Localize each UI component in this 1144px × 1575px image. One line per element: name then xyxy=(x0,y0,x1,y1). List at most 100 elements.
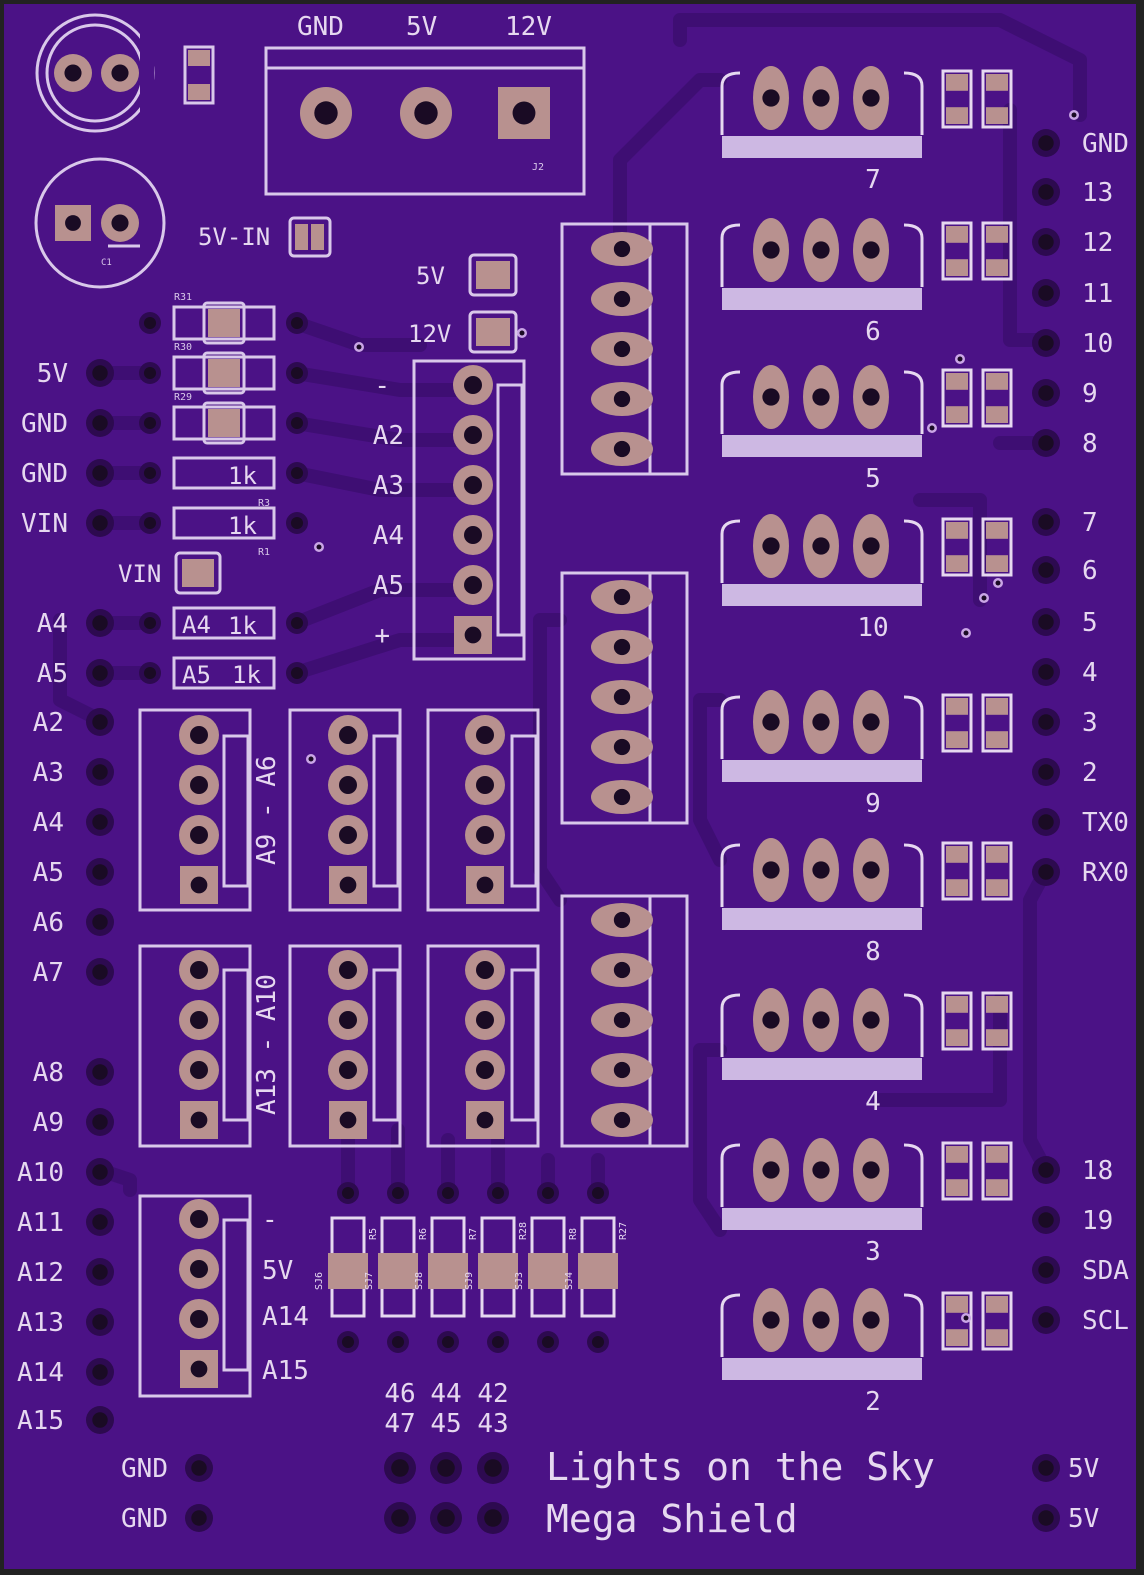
pad-drill xyxy=(111,64,129,82)
pad-drill xyxy=(762,713,780,731)
pin-drill xyxy=(1038,435,1054,451)
group-label-a9-a6: A9 - A6 xyxy=(252,755,282,865)
via-drill xyxy=(963,1315,969,1321)
mosfet-label: 2 xyxy=(865,1387,881,1417)
mosfet-label: 6 xyxy=(865,317,881,347)
pin-drill xyxy=(441,1335,455,1349)
pin-drill xyxy=(92,1412,108,1428)
pin-drill xyxy=(290,616,304,630)
board-title-line2: Mega Shield xyxy=(546,1497,798,1541)
pin-drill xyxy=(1038,234,1054,250)
analog-header-label: A15 xyxy=(17,1406,64,1436)
pin-drill xyxy=(391,1509,409,1527)
smd-pad xyxy=(946,1029,968,1046)
pin-drill xyxy=(92,665,108,681)
pin-drill xyxy=(290,666,304,680)
pin-drill xyxy=(1038,814,1054,830)
bottom-resistor-sj-label: SJ3 xyxy=(514,1272,525,1290)
pad-drill xyxy=(339,826,357,844)
bottom-resistor-r-label: R8 xyxy=(568,1228,579,1240)
mosfet-smd-b xyxy=(981,991,1013,1051)
pin-drill xyxy=(1038,514,1054,530)
pad-drill xyxy=(762,241,780,259)
jumper-pad xyxy=(295,224,308,250)
pad-drill xyxy=(862,1311,880,1329)
via-drill xyxy=(519,330,525,336)
pin-drill xyxy=(92,1314,108,1330)
right-header-label: 6 xyxy=(1082,556,1098,586)
bottom-resistor-sj-label: SJ4 xyxy=(564,1272,575,1290)
small-smd-top xyxy=(183,45,215,105)
smd-pad xyxy=(986,406,1008,423)
pin-drill xyxy=(491,1186,505,1200)
smd-pad xyxy=(986,731,1008,748)
pad-drill xyxy=(613,688,631,706)
pin-drill xyxy=(591,1186,605,1200)
pin-drill xyxy=(1038,614,1054,630)
pad-drill xyxy=(762,861,780,879)
pin-drill xyxy=(92,415,108,431)
pin-drill xyxy=(391,1186,405,1200)
resistor-r3-value: 1k xyxy=(228,462,257,490)
pad-drill xyxy=(476,876,494,894)
pad-drill xyxy=(862,537,880,555)
analog-header-label: A4 xyxy=(33,808,64,838)
smd-pad xyxy=(946,698,968,715)
mosfet-tab xyxy=(722,1358,922,1380)
bottom-resistor-r-label: R7 xyxy=(468,1228,479,1240)
analog-connector-label: A5 xyxy=(373,571,404,601)
pin-drill xyxy=(92,1214,108,1230)
jumper-5v-label: 5V xyxy=(416,262,445,290)
group-label-a13-a10: A13 - A10 xyxy=(252,974,282,1115)
pad-drill xyxy=(613,390,631,408)
smd-pad xyxy=(986,107,1008,124)
right-header-label: 13 xyxy=(1082,178,1113,208)
pad-drill xyxy=(812,1311,830,1329)
pin-drill xyxy=(92,615,108,631)
analog-connector-label: A2 xyxy=(373,421,404,451)
smd-pad xyxy=(986,259,1008,276)
left-header-label: VIN xyxy=(21,509,68,539)
pin-drill xyxy=(92,1364,108,1380)
bottom-connector-label: 5V xyxy=(262,1256,293,1286)
smd-pad xyxy=(986,879,1008,896)
pad-drill xyxy=(339,726,357,744)
left-header-label: 5V xyxy=(37,359,68,389)
resistor-r1-label: R1 xyxy=(258,547,270,558)
smd-pad xyxy=(946,522,968,539)
pad-drill xyxy=(762,89,780,107)
pad-drill xyxy=(613,290,631,308)
pin-drill xyxy=(92,714,108,730)
left-header-label: A5 xyxy=(37,659,68,689)
digital-pin-label-top: 44 xyxy=(430,1379,461,1409)
analog-connector-label: - xyxy=(374,371,390,401)
pad-drill xyxy=(812,241,830,259)
pin-drill xyxy=(1038,764,1054,780)
pad-drill xyxy=(476,726,494,744)
pad-drill xyxy=(512,101,536,125)
analog-header-label: A10 xyxy=(17,1158,64,1188)
analog-header-label: A12 xyxy=(17,1258,64,1288)
pin-drill xyxy=(437,1509,455,1527)
pin-drill xyxy=(92,1164,108,1180)
pin-drill xyxy=(290,466,304,480)
pad-drill xyxy=(464,376,482,394)
right-header-label: 10 xyxy=(1082,329,1113,359)
analog-header-label: A6 xyxy=(33,908,64,938)
pin-drill xyxy=(1038,1460,1054,1476)
digital-pin-label-bottom: 45 xyxy=(430,1409,461,1439)
pad-drill xyxy=(862,89,880,107)
pin-drill xyxy=(92,814,108,830)
bottom-resistor-pad xyxy=(428,1253,468,1289)
analog-connector xyxy=(412,359,526,661)
smd-pad xyxy=(986,226,1008,243)
pad-drill xyxy=(812,1011,830,1029)
pad-drill xyxy=(812,89,830,107)
mosfet-tab xyxy=(722,136,922,158)
pad-drill xyxy=(190,1310,208,1328)
pin-drill xyxy=(341,1335,355,1349)
pad-drill xyxy=(862,1161,880,1179)
5v-pin-label: 5V xyxy=(1068,1504,1099,1534)
smd-pad xyxy=(946,1146,968,1163)
gnd-pin-label: GND xyxy=(121,1504,168,1534)
